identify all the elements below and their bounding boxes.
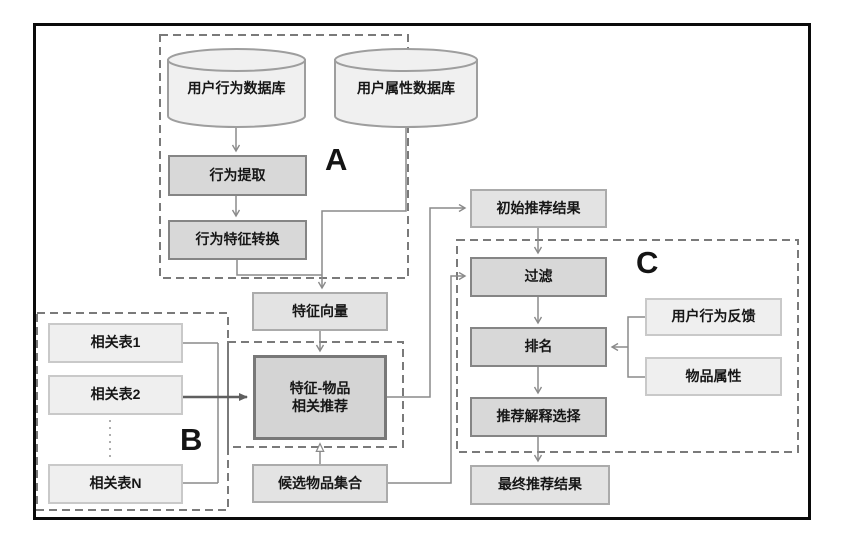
node-related-table-n: 相关表N [48, 464, 183, 504]
node-final-recommendation-results: 最终推荐结果 [470, 465, 610, 505]
node-initial-recommendation-results: 初始推荐结果 [470, 189, 607, 228]
bracket-feedback-attributes [627, 316, 645, 378]
node-filter: 过滤 [470, 257, 607, 297]
node-feature-item-line2: 相关推荐 [292, 397, 348, 414]
region-a-label: A [325, 142, 348, 177]
node-recommendation-explanation-selection: 推荐解释选择 [470, 397, 607, 437]
arrow-candidate-to-filter [388, 276, 465, 484]
node-behavior-feature-conversion: 行为特征转换 [168, 220, 307, 260]
node-related-table-2: 相关表2 [48, 375, 183, 415]
database-user-attribute-label: 用户属性数据库 [357, 80, 455, 96]
node-item-attributes: 物品属性 [645, 357, 782, 396]
user-behavior-database-cylinder [167, 48, 306, 128]
node-candidate-item-set: 候选物品集合 [252, 464, 388, 503]
region-b-label: B [180, 422, 203, 457]
node-behavior-extraction: 行为提取 [168, 155, 307, 196]
node-related-table-1: 相关表1 [48, 323, 183, 363]
node-ranking: 排名 [470, 327, 607, 367]
region-c-label: C [636, 245, 659, 280]
region-b [36, 312, 229, 511]
outer-border [33, 23, 811, 520]
node-feature-item-line1: 特征-物品 [289, 380, 351, 396]
node-user-behavior-feedback: 用户行为反馈 [645, 298, 782, 336]
region-a [159, 34, 409, 279]
node-feature-vector: 特征向量 [252, 292, 388, 331]
database-user-behavior-label: 用户行为数据库 [187, 80, 286, 96]
arrow-attributedb-to-feature-vector [322, 128, 407, 288]
line-conversion-to-junction [236, 260, 322, 276]
arrow-feature-item-to-initial-results [387, 208, 465, 398]
region-c [456, 239, 799, 453]
node-feature-item-recommendation: 特征-物品 相关推荐 [253, 355, 387, 440]
user-attribute-database-cylinder [334, 48, 478, 128]
